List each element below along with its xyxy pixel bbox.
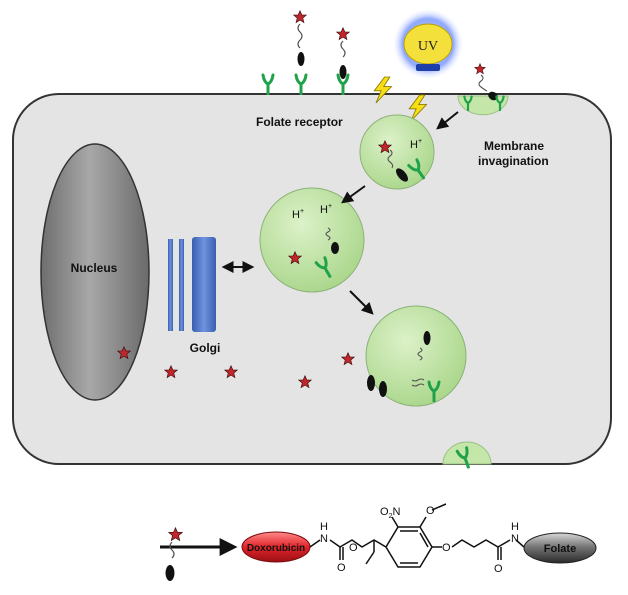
- svg-text:N: N: [511, 533, 519, 545]
- late-endosome: H+ H+: [259, 187, 365, 293]
- golgi-apparatus: Golgi: [168, 237, 220, 355]
- pathway-arrows: [160, 111, 459, 556]
- svg-text:O2N: O2N: [380, 506, 400, 520]
- drug-star-icon: [474, 63, 486, 75]
- early-endosome: H+: [359, 114, 435, 190]
- doxorubicin-label: Doxorubicin: [247, 543, 305, 554]
- folate-label: Folate: [544, 543, 576, 555]
- exocytosis-vesicle: [442, 441, 492, 471]
- folate-receptor-label: Folate receptor: [256, 115, 343, 129]
- svg-text:N: N: [320, 533, 328, 545]
- svg-text:H+: H+: [410, 138, 422, 151]
- svg-text:O: O: [494, 563, 503, 575]
- svg-text:H: H: [320, 521, 328, 533]
- svg-text:O: O: [426, 505, 435, 517]
- free-conjugate: [293, 10, 307, 66]
- membrane-invagination-label-1: Membrane: [484, 139, 544, 153]
- uv-label: UV: [418, 39, 438, 54]
- drug-star-icon: [293, 10, 307, 23]
- conjugate-labels: Doxorubicin Folate H N O O O2N O O O H N: [247, 505, 576, 575]
- conjugate-structure: [241, 503, 597, 568]
- nucleus-label: Nucleus: [71, 261, 118, 275]
- drug-star-icon: [336, 27, 350, 40]
- svg-text:O: O: [442, 542, 451, 554]
- golgi-label: Golgi: [190, 341, 221, 355]
- recycling-endosome: [365, 305, 467, 407]
- svg-text:H+: H+: [292, 208, 304, 221]
- legend-conjugate-icon: [165, 527, 183, 581]
- membrane-invagination-label-2: invagination: [478, 154, 549, 168]
- svg-text:H+: H+: [320, 203, 332, 216]
- bound-conjugate: [336, 27, 350, 79]
- invaginating-vesicle: [457, 63, 509, 116]
- surface-receptors: [261, 73, 350, 95]
- svg-text:O: O: [349, 542, 358, 554]
- svg-text:H: H: [511, 521, 519, 533]
- receptor-icon: [261, 73, 275, 95]
- uv-lamp: UV: [392, 8, 464, 80]
- drug-star-icon: [168, 527, 183, 541]
- receptor-icon: [294, 73, 308, 95]
- svg-text:O: O: [337, 562, 346, 574]
- nucleus: Nucleus: [40, 143, 150, 401]
